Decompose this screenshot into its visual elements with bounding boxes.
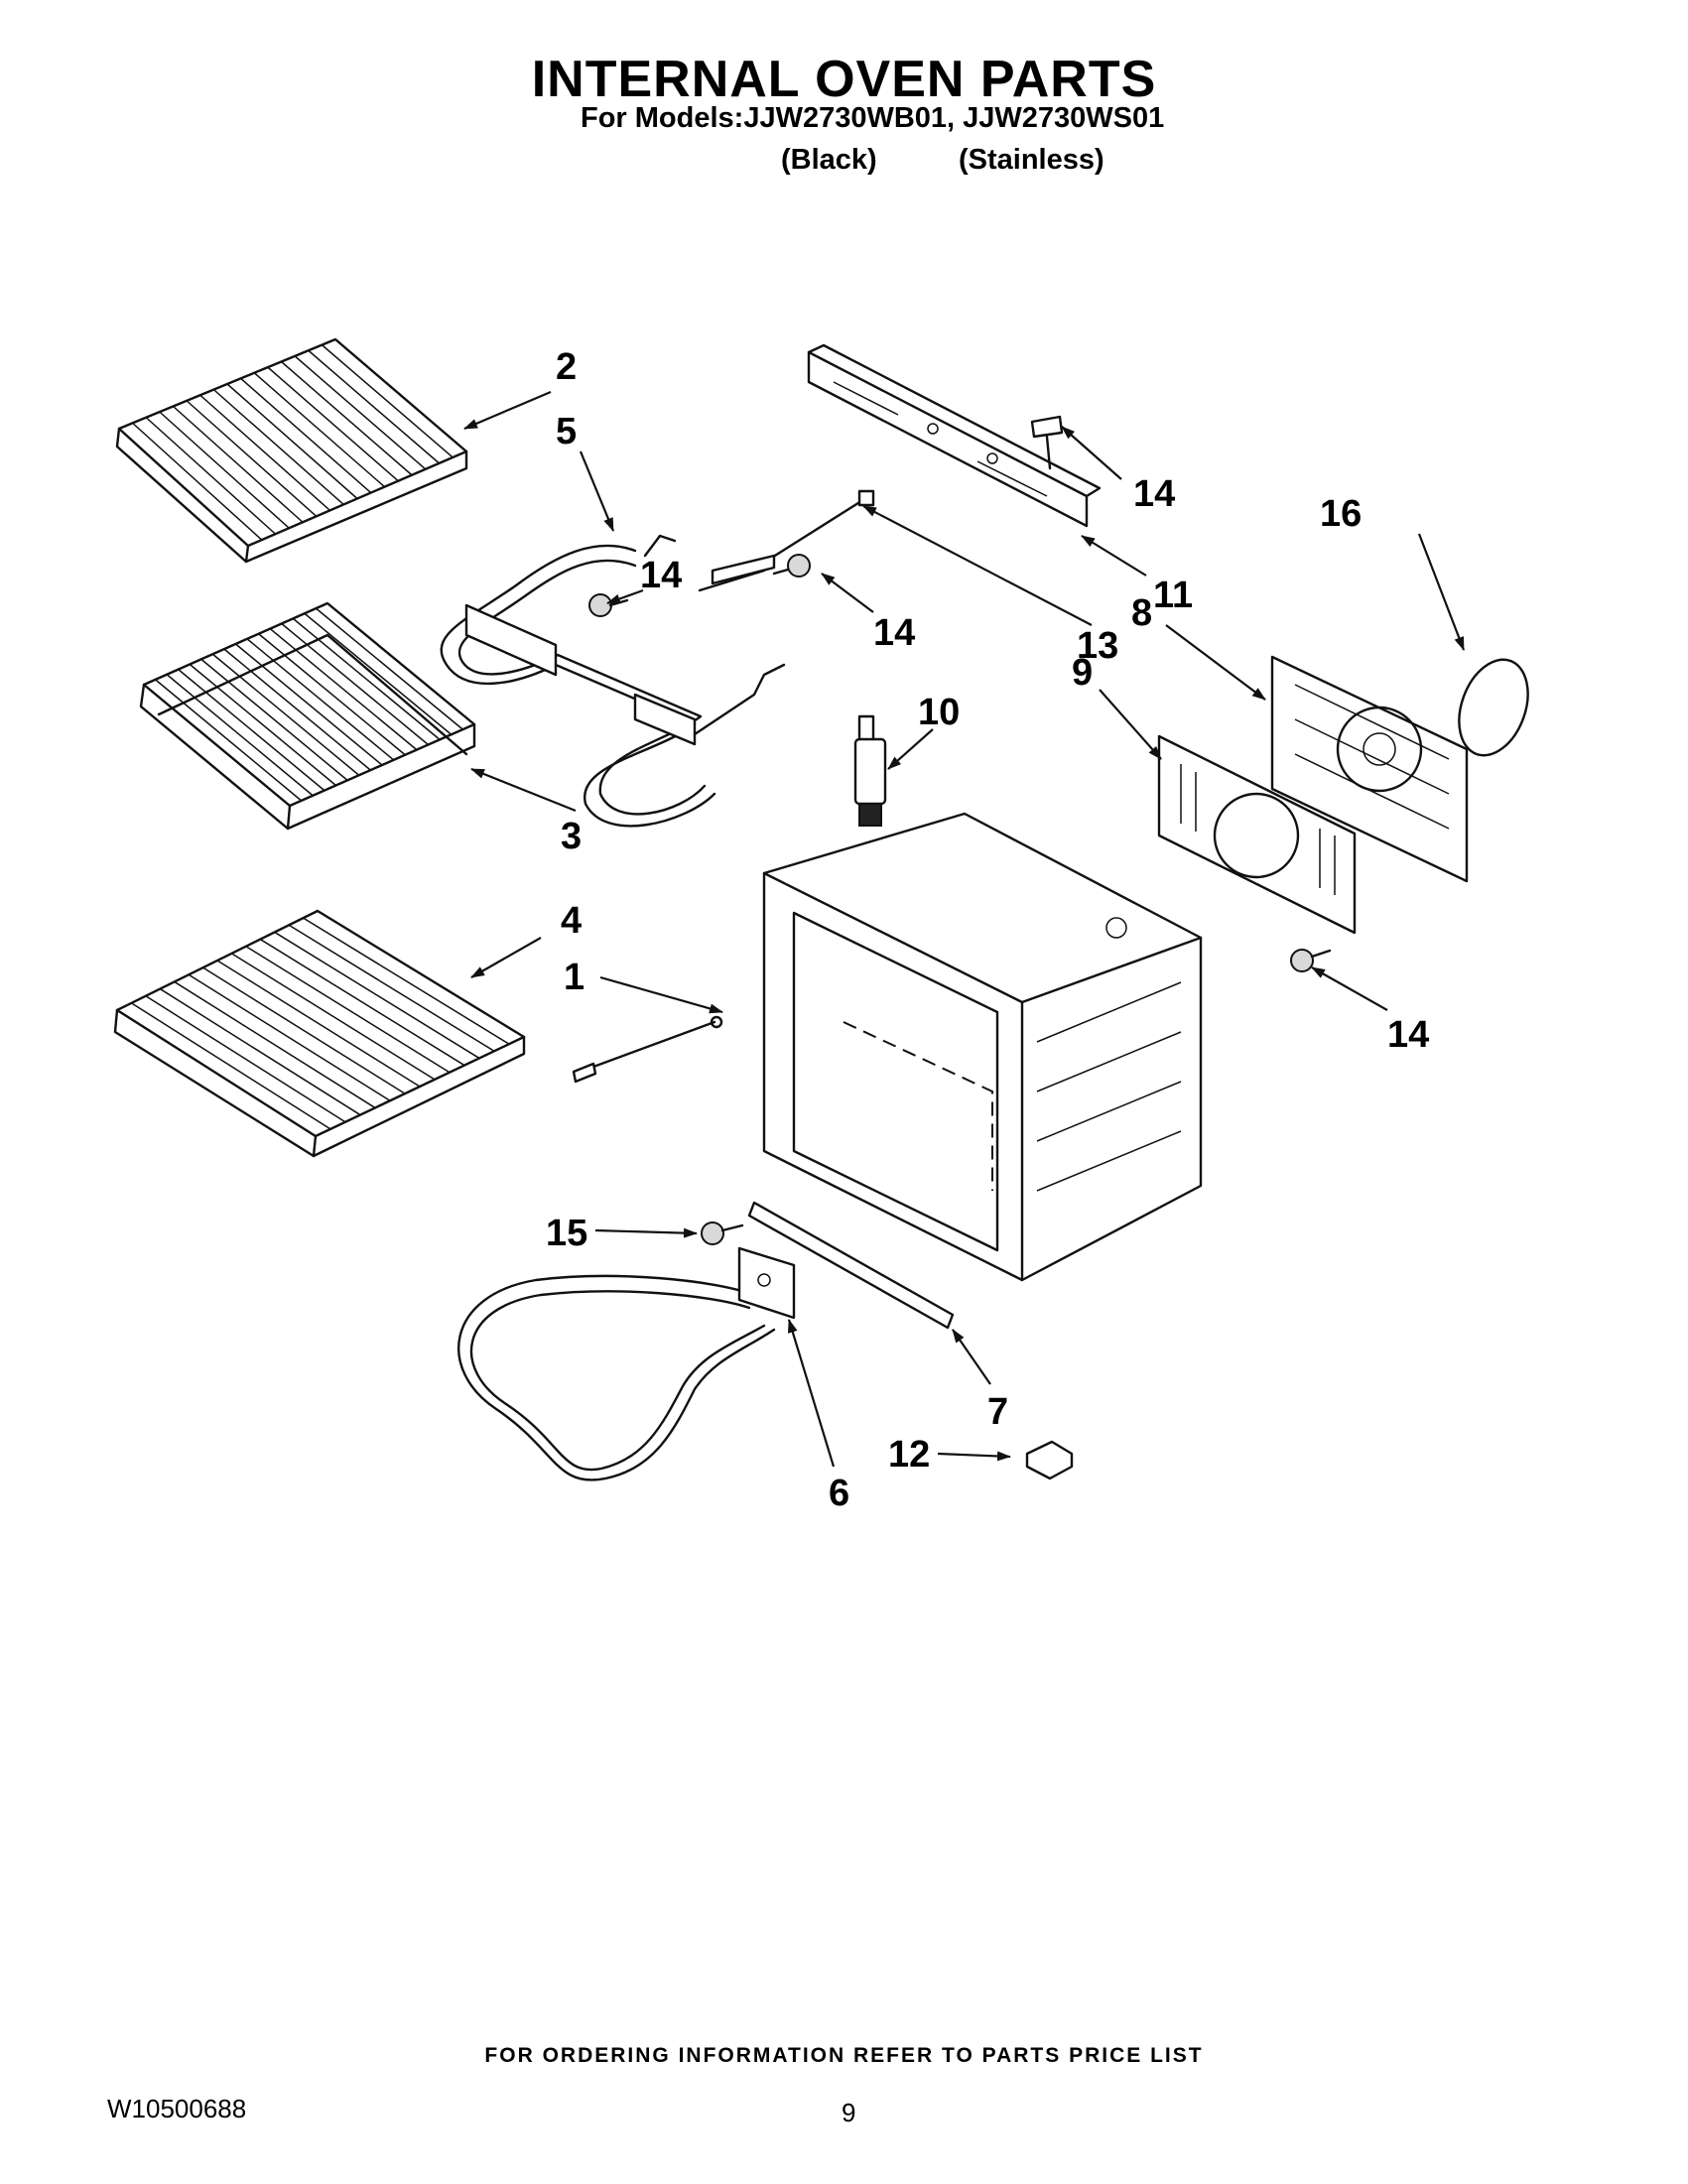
callout-16: 16 xyxy=(1320,493,1362,535)
rack-wire xyxy=(212,389,344,505)
models-line: For Models:JJW2730WB01, JJW2730WS01 xyxy=(581,102,1165,134)
rack-wire xyxy=(259,938,465,1067)
callout-14c: 14 xyxy=(873,612,915,654)
rack-wire xyxy=(223,648,371,771)
rack-wire xyxy=(166,674,314,797)
rack-wire xyxy=(145,995,346,1123)
callout-leaders xyxy=(463,390,1466,1468)
support-rod-7 xyxy=(747,1201,955,1330)
finish-black-label: (Black) xyxy=(781,144,877,176)
callout-14d: 14 xyxy=(1387,1014,1429,1056)
rack-wire xyxy=(202,966,406,1094)
rack-wire xyxy=(321,344,454,458)
oven-rack-4 xyxy=(113,909,526,1158)
rack-wire xyxy=(294,355,427,470)
callout-6: 6 xyxy=(829,1473,849,1514)
rack-wire xyxy=(258,633,406,756)
screw-14c xyxy=(772,554,811,578)
rack-wire xyxy=(172,405,304,523)
rack-wire xyxy=(308,349,440,464)
rack-wire xyxy=(211,653,360,776)
callout-3: 3 xyxy=(561,816,582,857)
rack-wire xyxy=(274,931,480,1060)
callout-14a: 14 xyxy=(640,555,682,596)
screw-14d xyxy=(1290,949,1332,972)
clip-12 xyxy=(1025,1440,1074,1480)
rack-wire xyxy=(199,394,330,511)
rack-wire xyxy=(186,400,318,517)
callout-7: 7 xyxy=(987,1391,1008,1433)
rack-wire xyxy=(178,669,325,792)
rack-wire xyxy=(315,607,463,730)
oven-rack-2 xyxy=(115,337,468,564)
callout-8: 8 xyxy=(1131,592,1152,634)
rack-wire xyxy=(245,946,451,1074)
rack-wire xyxy=(281,622,429,746)
rack-wire xyxy=(304,612,453,735)
oven-rack-3 xyxy=(139,601,476,831)
rack-wire xyxy=(189,663,336,787)
rack-wire xyxy=(231,953,436,1081)
bake-element-6 xyxy=(457,1246,796,1481)
rack-wire xyxy=(174,980,376,1109)
callout-2: 2 xyxy=(556,346,577,388)
convection-element-8 xyxy=(1270,655,1469,883)
temperature-probe-1 xyxy=(572,1015,723,1084)
rack-wire xyxy=(226,383,358,500)
screw-15 xyxy=(701,1221,744,1245)
rack-wire xyxy=(216,960,421,1088)
oven-light-10 xyxy=(853,714,887,827)
ordering-note: FOR ORDERING INFORMATION REFER TO PARTS … xyxy=(484,2044,1204,2067)
callout-5: 5 xyxy=(556,411,577,452)
rack-wire xyxy=(267,366,399,482)
callout-13: 13 xyxy=(1077,625,1118,667)
rack-wire xyxy=(253,372,385,488)
rack-wire xyxy=(200,658,348,781)
rack-wire xyxy=(132,422,263,541)
rack-wire xyxy=(288,924,495,1052)
rack-wire xyxy=(235,643,383,766)
callout-10: 10 xyxy=(918,692,960,733)
document-id: W10500688 xyxy=(107,2094,247,2123)
fan-baffle-9 xyxy=(1157,734,1357,935)
fan-cover-gasket-16 xyxy=(1458,658,1529,757)
callout-1: 1 xyxy=(564,957,584,998)
vent-bracket-11 xyxy=(807,343,1102,528)
rack-wire xyxy=(269,628,418,751)
rack-wire xyxy=(159,411,290,529)
screw-14b xyxy=(588,593,629,617)
broil-element-5 xyxy=(440,534,786,828)
rack-wire xyxy=(292,617,441,740)
rack-wire xyxy=(240,377,372,494)
rack-wire xyxy=(131,1002,331,1130)
rack-wire xyxy=(303,917,510,1045)
oven-sensor-13 xyxy=(698,489,875,592)
rack-wire xyxy=(246,638,395,761)
callout-14b: 14 xyxy=(1133,473,1175,515)
page-title: INTERNAL OVEN PARTS xyxy=(531,51,1157,108)
rack-wire xyxy=(145,417,277,535)
rack-wire xyxy=(159,987,361,1116)
finish-stainless-label: (Stainless) xyxy=(959,144,1104,176)
rack-wire xyxy=(155,679,303,802)
rack-wire xyxy=(188,973,391,1101)
rack-wire xyxy=(281,360,413,476)
callout-9: 9 xyxy=(1072,652,1093,694)
oven-cavity xyxy=(762,812,1203,1282)
callout-4: 4 xyxy=(561,900,582,942)
callout-11: 11 xyxy=(1153,575,1193,616)
callout-12: 12 xyxy=(888,1434,930,1476)
callout-15: 15 xyxy=(546,1213,587,1254)
page-number: 9 xyxy=(842,2098,856,2127)
